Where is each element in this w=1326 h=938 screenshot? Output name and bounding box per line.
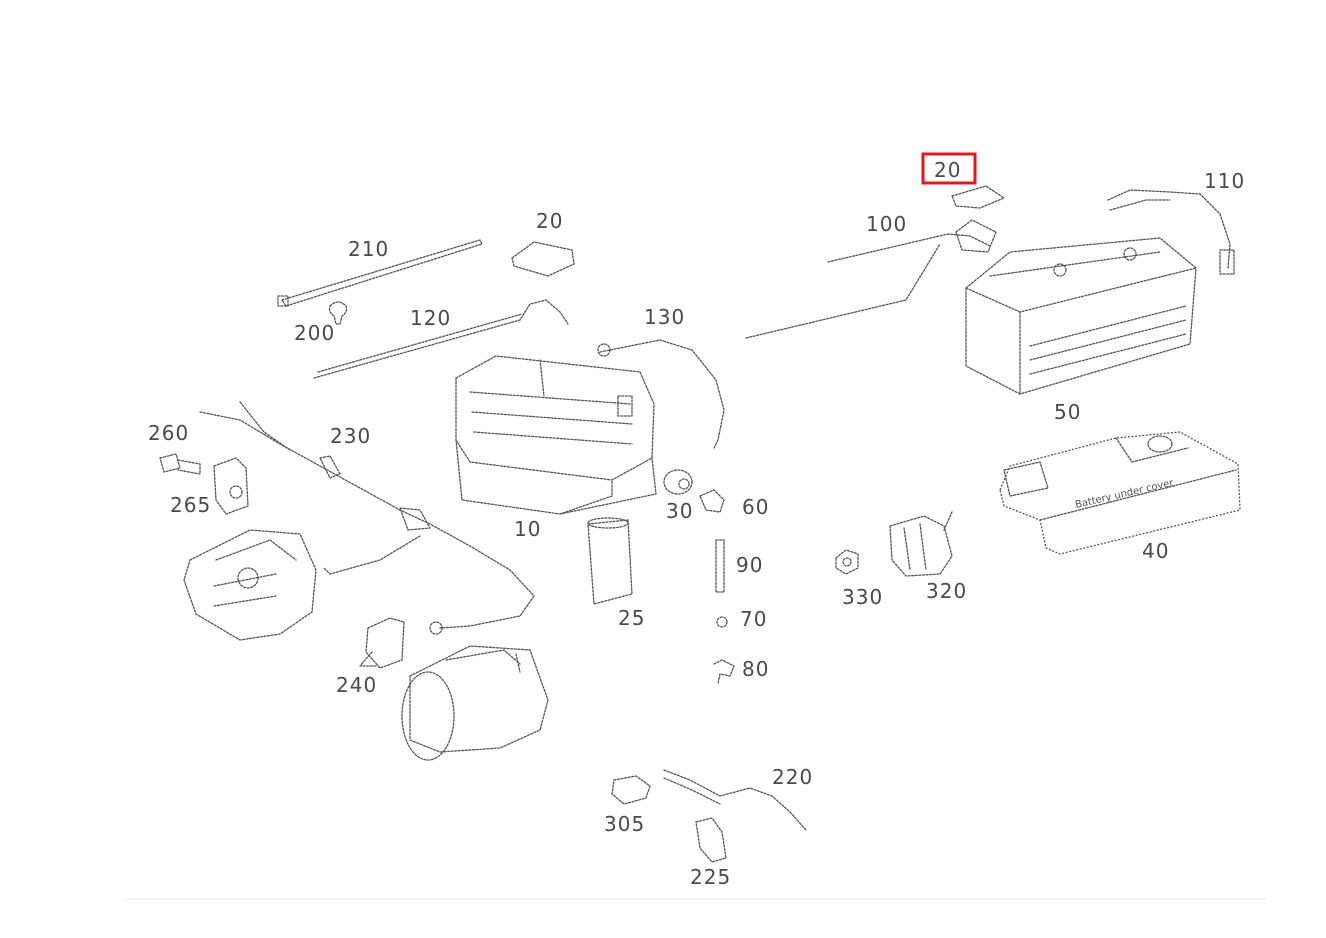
callout-10[interactable]: 10 (514, 517, 541, 541)
part-20-cover-top (951, 185, 1005, 209)
callout-230[interactable]: 230 (330, 424, 371, 448)
callout-260[interactable]: 260 (148, 421, 189, 445)
part-90-bolt (715, 539, 725, 593)
callout-80[interactable]: 80 (742, 657, 769, 681)
callout-90[interactable]: 90 (736, 553, 763, 577)
callout-30[interactable]: 30 (666, 499, 693, 523)
part-220-cable (663, 769, 807, 831)
part-40-battery-cover: Battery under cover (999, 431, 1241, 555)
part-225-bracket (695, 817, 727, 863)
callout-225[interactable]: 225 (690, 865, 731, 889)
part-30-terminal (663, 469, 693, 495)
part-305-clamp (611, 775, 651, 805)
part-110-cable (1107, 189, 1235, 275)
callout-240[interactable]: 240 (336, 673, 377, 697)
part-230-harness (199, 401, 535, 635)
callout-50[interactable]: 50 (1054, 400, 1081, 424)
callout-20-left[interactable]: 20 (536, 209, 563, 233)
part-130-cable (597, 339, 725, 449)
part-265-bracket (213, 457, 249, 515)
part-320-connector (889, 511, 953, 577)
part-25-sleeve (587, 517, 633, 605)
callout-110[interactable]: 110 (1204, 169, 1245, 193)
callout-330[interactable]: 330 (842, 585, 883, 609)
part-20-cover-left (511, 241, 575, 277)
callout-70[interactable]: 70 (740, 607, 767, 631)
callout-210[interactable]: 210 (348, 237, 389, 261)
callout-60[interactable]: 60 (742, 495, 769, 519)
part-210-cable-tie (277, 239, 483, 307)
callout-130[interactable]: 130 (644, 305, 685, 329)
callout-265[interactable]: 265 (170, 493, 211, 517)
callout-25[interactable]: 25 (618, 606, 645, 630)
callout-20-top[interactable]: 20 (934, 158, 961, 182)
part-240-clamp (359, 617, 405, 669)
callout-200[interactable]: 200 (294, 321, 335, 345)
part-100-cable (745, 219, 997, 339)
part-60-nut (699, 489, 725, 513)
part-200-clip (328, 301, 348, 325)
callout-320[interactable]: 320 (926, 579, 967, 603)
part-10-battery (455, 355, 657, 515)
part-alternator (183, 529, 317, 641)
callout-40[interactable]: 40 (1142, 539, 1169, 563)
part-260-bolt (159, 453, 201, 475)
callout-305[interactable]: 305 (604, 812, 645, 836)
part-330-nut (835, 549, 859, 575)
callout-120[interactable]: 120 (410, 306, 451, 330)
part-120-cable (313, 299, 569, 379)
highlight-box (921, 152, 977, 185)
part-70-washer (716, 616, 728, 628)
part-starter-motor (401, 645, 549, 761)
callout-220[interactable]: 220 (772, 765, 813, 789)
callout-100[interactable]: 100 (866, 212, 907, 236)
part-80-clip (713, 659, 735, 685)
part-50-battery (965, 237, 1197, 395)
